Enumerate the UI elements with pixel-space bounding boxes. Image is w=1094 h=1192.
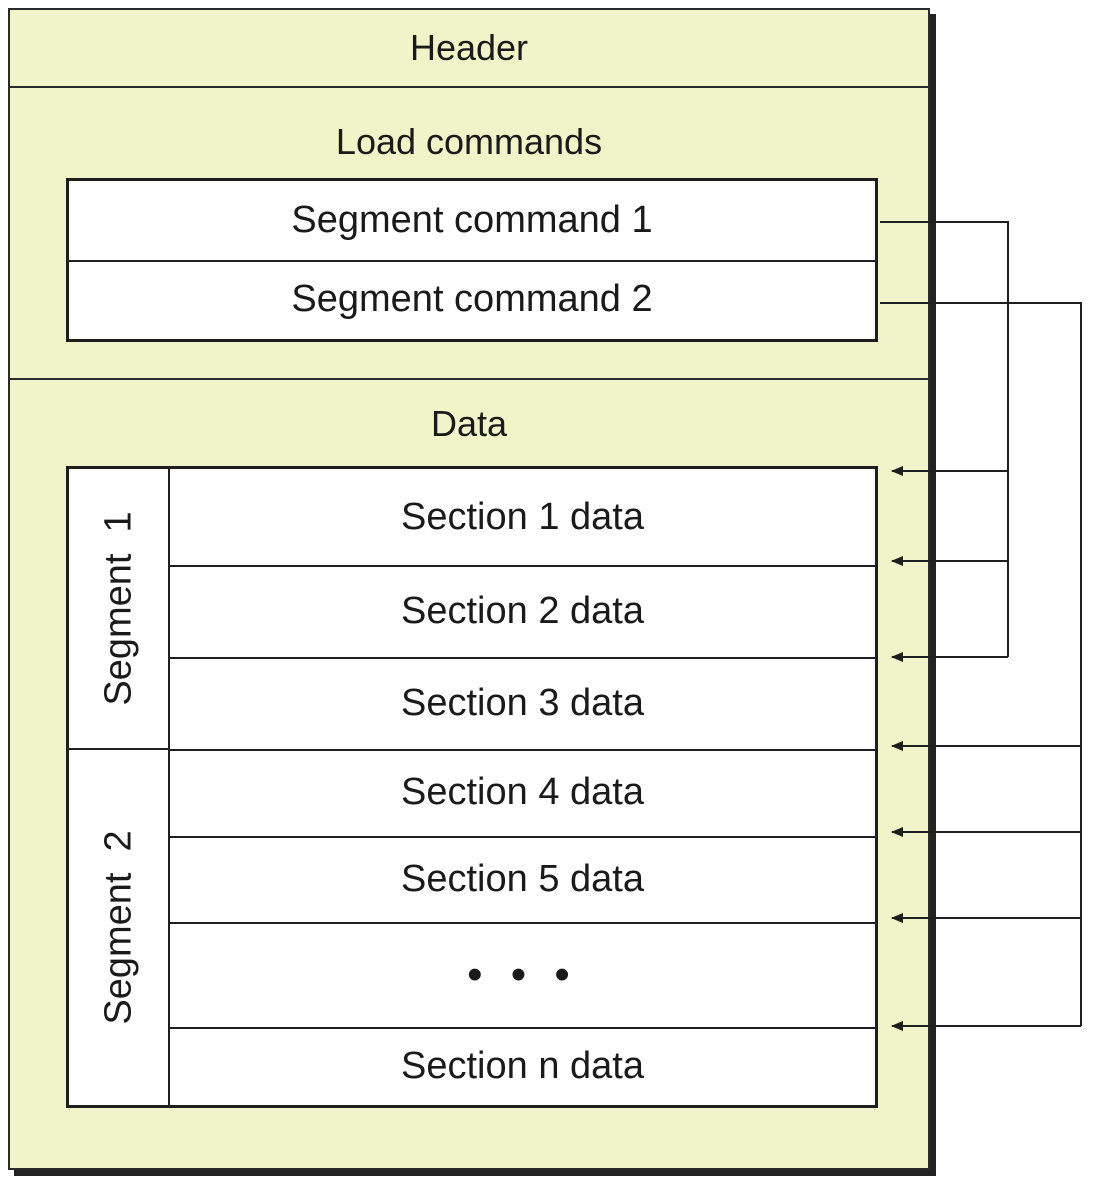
section-row-4: Section 4 data bbox=[170, 749, 875, 838]
section-5-label: Section 5 data bbox=[401, 857, 644, 900]
load-commands-label: Load commands bbox=[335, 121, 603, 162]
section-row-1: Section 1 data bbox=[170, 469, 875, 567]
segment-column-divider bbox=[168, 469, 170, 1105]
section-row-3: Section 3 data bbox=[170, 657, 875, 751]
load-commands-divider bbox=[10, 378, 928, 380]
data-label: Data bbox=[430, 403, 508, 444]
header-label: Header bbox=[409, 27, 529, 68]
section-row-5: Section 5 data bbox=[170, 836, 875, 924]
section-n-label: Section n data bbox=[401, 1044, 644, 1087]
ellipsis-label: • • • bbox=[467, 949, 578, 999]
header-divider bbox=[10, 86, 928, 88]
load-commands-box: Segment command 1 Segment command 2 bbox=[66, 178, 878, 342]
outer-shadow-bottom bbox=[14, 1166, 936, 1176]
section-row-ellipsis: • • • bbox=[170, 922, 875, 1029]
data-box: Segment 1 Segment 2 Section 1 data Secti… bbox=[66, 466, 878, 1108]
section-1-label: Section 1 data bbox=[401, 495, 644, 538]
segment-command-1: Segment command 1 bbox=[69, 181, 875, 262]
segment-command-2-label: Segment command 2 bbox=[291, 278, 653, 320]
section-4-label: Section 4 data bbox=[401, 771, 644, 813]
outer-shadow bbox=[926, 14, 936, 1176]
segment-command-2: Segment command 2 bbox=[69, 260, 875, 339]
section-3-label: Section 3 data bbox=[401, 681, 644, 724]
segment-2-connector bbox=[880, 302, 1082, 1026]
segment-command-1-label: Segment command 1 bbox=[291, 199, 653, 241]
segment-1-connector bbox=[880, 221, 1009, 657]
section-row-n: Section n data bbox=[170, 1027, 875, 1105]
sections-column: Section 1 data Section 2 data Section 3 … bbox=[170, 469, 875, 1105]
segment-divider bbox=[69, 748, 170, 750]
section-2-label: Section 2 data bbox=[401, 589, 644, 632]
section-row-2: Section 2 data bbox=[170, 565, 875, 659]
